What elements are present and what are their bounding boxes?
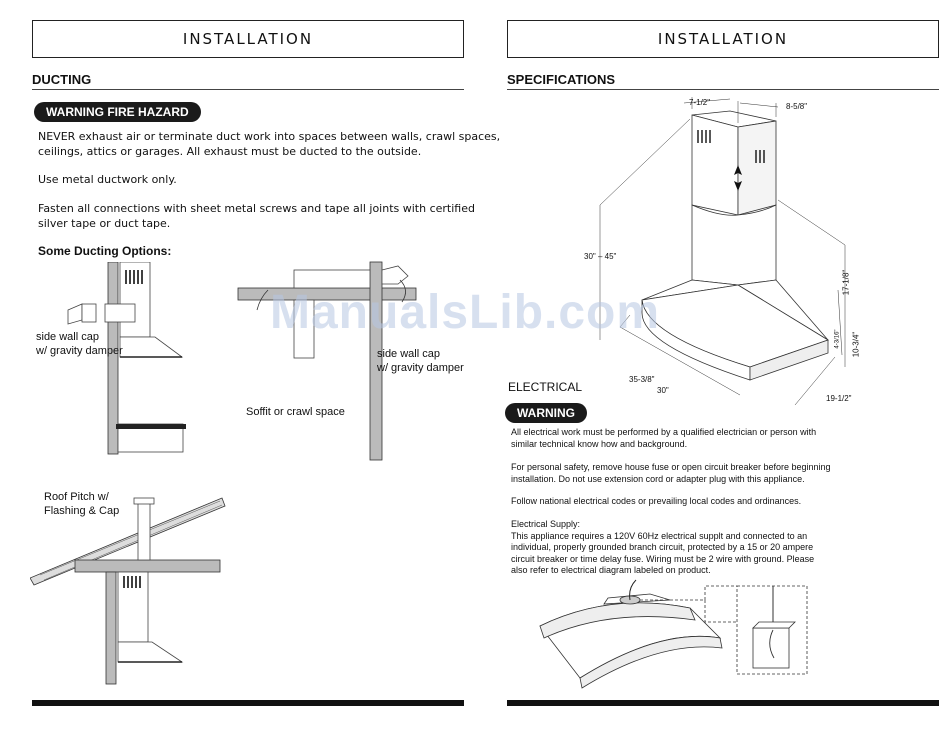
roof-pitch-label: Roof Pitch w/ Flashing & Cap [44,491,120,517]
dim-chimney-height: 17-1/8" [841,269,851,296]
ducting-section-rule [32,89,464,90]
electrical-paragraph-1: All electrical work must be performed by… [511,427,817,449]
ducting-options-title: Some Ducting Options: [38,244,172,258]
specifications-section-rule [507,89,939,90]
ducting-section-title: DUCTING [32,72,92,87]
soffit-label: Soffit or crawl space [246,406,345,418]
watermark: ManualsLib.com [270,286,661,339]
electrical-title: ELECTRICAL [508,380,583,394]
dim-small: 4-3/16" [834,329,841,349]
dim-top-depth: 8-5/8" [786,102,808,111]
right-header-title: INSTALLATION [657,30,789,48]
dim-height-range: 30" – 45" [584,252,617,261]
left-header-box: INSTALLATION [32,20,464,58]
left-header-title: INSTALLATION [182,30,314,48]
dim-depth: 19-1/2" [826,394,852,403]
dim-width: 35-3/8" [629,375,655,384]
electrical-paragraph-2: For personal safety, remove house fuse o… [511,462,831,484]
electrical-supply-block: Electrical Supply: This appliance requir… [511,519,815,575]
dim-canopy-height: 10-3/4" [851,331,861,358]
dim-top-width: 7-1/2" [689,98,711,107]
ducting-paragraph-1: NEVER exhaust air or terminate duct work… [38,130,501,158]
range-hood-spec-diagram [599,97,846,405]
soffit-ducting-diagram [237,261,417,461]
roof-ducting-diagram [30,497,226,685]
fire-hazard-warning-badge: WARNING FIRE HAZARD [34,102,201,122]
right-footer-bar [507,700,939,706]
left-footer-bar [32,700,464,706]
electrical-wiring-diagram [539,579,808,689]
specifications-section-title: SPECIFICATIONS [507,72,616,87]
dim-width-alt: 30" [657,386,669,395]
electrical-paragraph-3: Follow national electrical codes or prev… [511,496,802,506]
side-wall-cap-label-2: side wall cap w/ gravity damper [377,348,464,374]
electrical-warning-badge: WARNING [505,403,587,423]
ducting-paragraph-3: Fasten all connections with sheet metal … [38,202,475,230]
side-wall-cap-label-1: side wall cap w/ gravity damper [36,331,123,357]
ducting-paragraph-2: Use metal ductwork only. [38,173,177,186]
side-wall-ducting-diagram [67,262,186,455]
right-header-box: INSTALLATION [507,20,939,58]
